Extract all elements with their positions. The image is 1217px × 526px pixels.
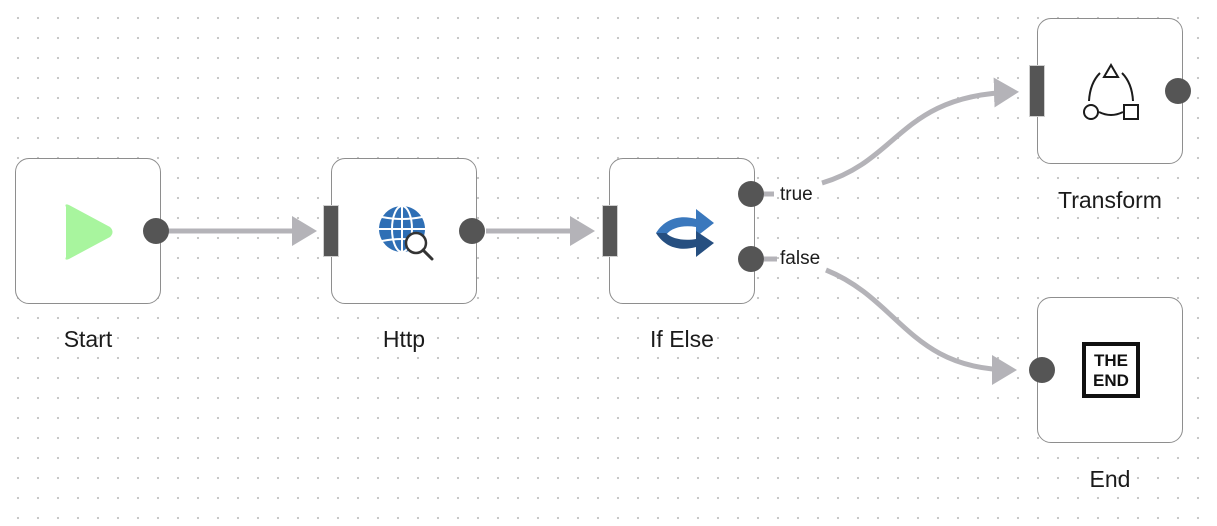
edge-true-to-transform[interactable] [821, 77, 1019, 186]
if-else-input-port[interactable] [602, 205, 618, 257]
end-node-label: End [1089, 466, 1131, 492]
false-branch-label: false [780, 248, 821, 269]
the-end-icon: THE END [1082, 342, 1140, 398]
branch-arrows-icon [656, 209, 714, 257]
svg-text:THE: THE [1094, 351, 1128, 370]
http-input-port[interactable] [323, 205, 339, 257]
if-else-true-port[interactable] [738, 181, 764, 207]
if-else-node[interactable] [609, 158, 755, 304]
transform-input-port[interactable] [1029, 65, 1045, 117]
shapes-transform-icon [1083, 63, 1139, 120]
play-icon [65, 204, 113, 260]
transform-output-port[interactable] [1165, 78, 1191, 104]
if-else-node-label: If Else [650, 326, 714, 352]
edge-false-to-end[interactable] [825, 267, 1017, 385]
true-branch-label: true [780, 184, 813, 205]
svg-text:END: END [1093, 371, 1129, 390]
start-node[interactable] [15, 158, 161, 304]
if-else-false-port[interactable] [738, 246, 764, 272]
http-node-label: Http [382, 326, 426, 352]
end-node[interactable]: THE END [1037, 297, 1183, 443]
start-output-port[interactable] [143, 218, 169, 244]
transform-node-label: Transform [1058, 187, 1162, 213]
transform-node[interactable] [1037, 18, 1183, 164]
globe-search-icon [379, 205, 434, 261]
start-node-label: Start [63, 326, 113, 352]
http-output-port[interactable] [459, 218, 485, 244]
http-node[interactable] [331, 158, 477, 304]
end-input-port[interactable] [1029, 357, 1055, 383]
